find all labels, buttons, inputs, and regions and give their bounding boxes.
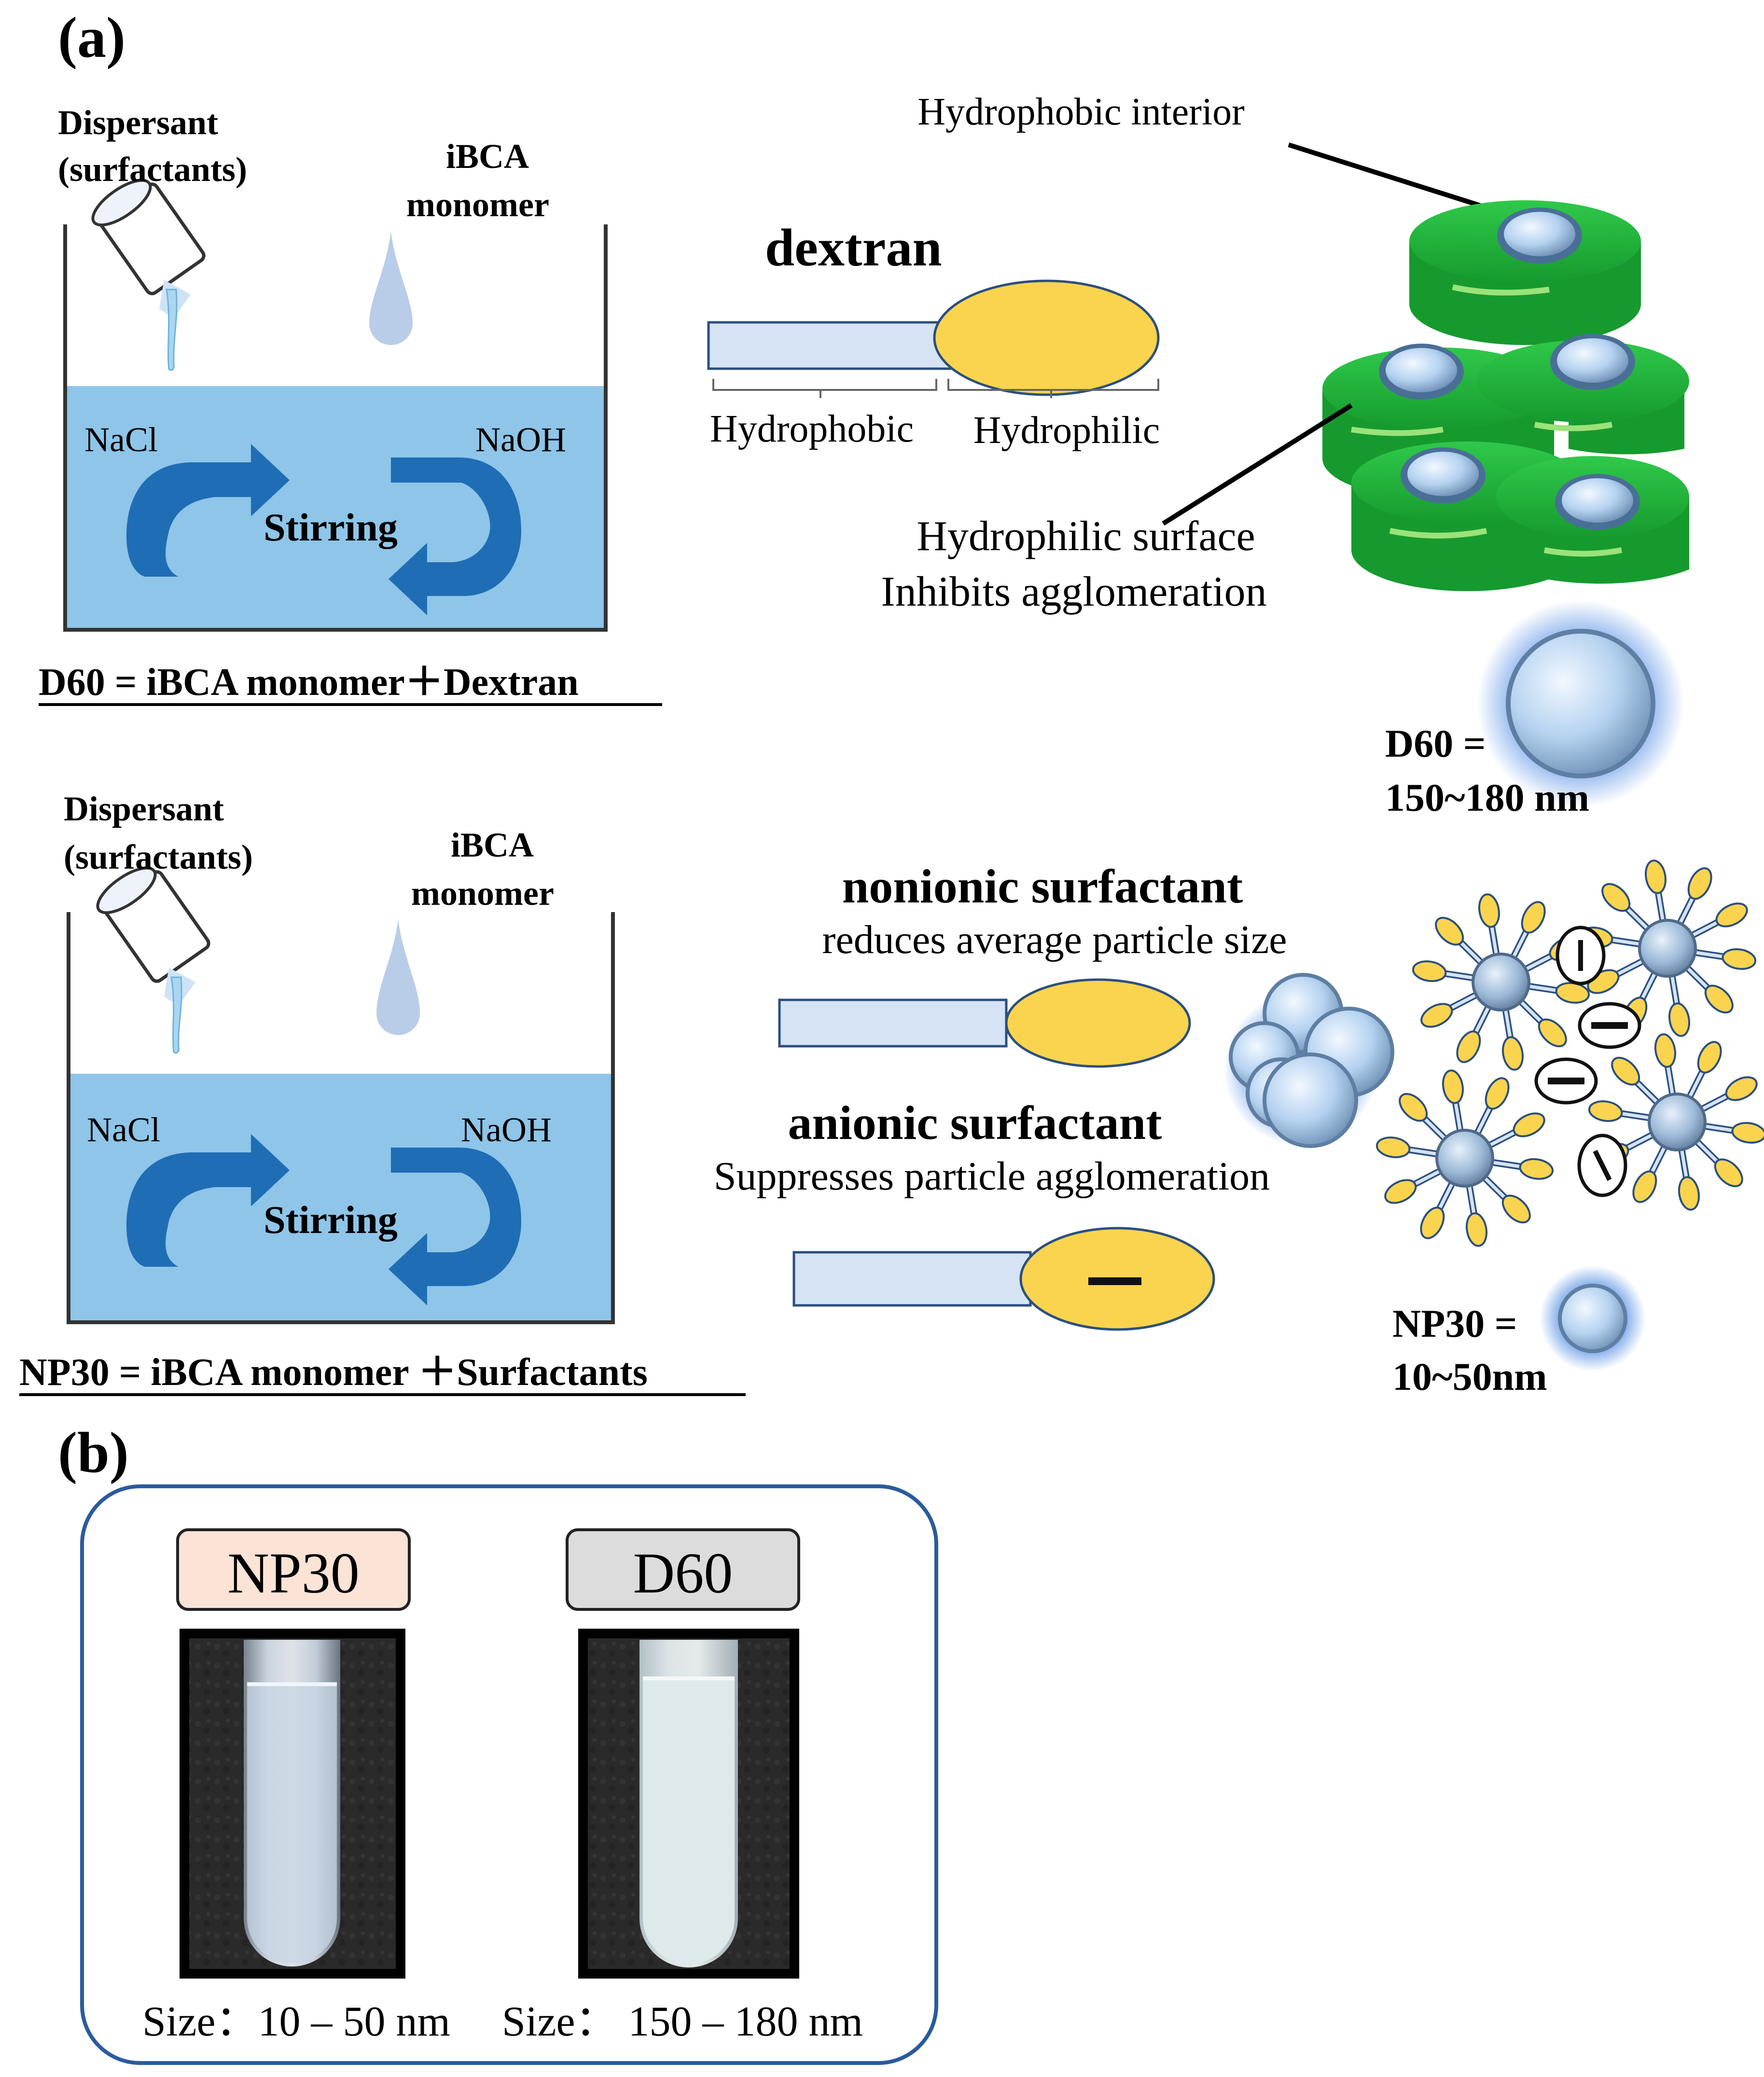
- anionic-desc: Suppresses particle agglomeration: [714, 1154, 1270, 1199]
- ibca-label-bottom: iBCA: [451, 826, 534, 864]
- anionic-title: anionic surfactant: [788, 1096, 1162, 1149]
- micelle-icon: [1375, 1069, 1554, 1247]
- sample-name: NP30: [227, 1541, 359, 1605]
- np30-particle-icon: [1558, 1284, 1627, 1353]
- d60-particle-icon: [1506, 629, 1655, 778]
- dextran-diagram: dextran Hydrophobic Hydrophilic: [707, 218, 1160, 452]
- nacl-label-top: NaCl: [84, 420, 158, 459]
- hydrophobic-interior-label: Hydrophobic interior: [917, 91, 1245, 133]
- sample-np30: NP30 Size：10 – 50 nm: [142, 1528, 450, 2045]
- green-disc-bottom-right: [1496, 456, 1689, 584]
- hydrophilic-label: Hydrophilic: [973, 409, 1160, 452]
- bottom-setup: Dispersant (surfactants) iBCA monomer Na…: [19, 789, 746, 1396]
- surfactants-label-bottom: (surfactants): [64, 838, 253, 876]
- charge-markers: [1534, 926, 1641, 1197]
- hydrophobic-label: Hydrophobic: [710, 408, 914, 450]
- sample-size: Size：10 – 50 nm: [142, 1998, 450, 2045]
- sample-d60: D60 Size： 150 – 180 nm: [502, 1528, 863, 2045]
- green-disc-mid-right: [1477, 334, 1689, 455]
- hydrophilic-surface-label: Hydrophilic surface: [917, 513, 1255, 560]
- charge-marker: [1556, 926, 1606, 985]
- np30-size-label-1: NP30 =: [1392, 1302, 1517, 1345]
- np30-size-label-2: 10~50nm: [1392, 1355, 1547, 1399]
- monomer-label-top: monomer: [406, 185, 549, 224]
- d60-size-label-1: D60 =: [1385, 721, 1486, 765]
- ibca-label-top: iBCA: [446, 137, 529, 176]
- monomer-drop-icon: [376, 919, 420, 1035]
- stirring-label-bottom: Stirring: [264, 1198, 398, 1242]
- sample-label-box: [176, 1528, 411, 1611]
- dispersant-label-bottom: Dispersant: [64, 789, 224, 828]
- charge-marker: [1534, 1057, 1598, 1105]
- liquid-np30: [247, 1684, 337, 1963]
- naoh-label-bottom: NaOH: [461, 1110, 552, 1149]
- stirring-arrows-top: [126, 444, 521, 615]
- surfactants-label-top: (surfactants): [58, 150, 247, 189]
- dextran-head: [933, 279, 1160, 396]
- nonionic-desc: reduces average particle size: [822, 917, 1287, 962]
- charge-marker: [1578, 1002, 1641, 1049]
- liquid-d60: [643, 1678, 735, 1964]
- sample-size: Size： 150 – 180 nm: [502, 1998, 863, 2045]
- micelle-icon: [1578, 859, 1757, 1037]
- np30-micelles: [1375, 859, 1764, 1247]
- sample-label-box: [566, 1528, 800, 1611]
- stirring-arrows-bottom: [126, 1134, 521, 1305]
- micelle-icon: [1412, 893, 1590, 1071]
- hydrophilic-brace: [947, 379, 1159, 398]
- aggregate-particles: [1223, 973, 1394, 1148]
- panel-b-label: (b): [58, 1420, 129, 1484]
- green-disc-top: [1409, 200, 1641, 345]
- d60-size-label-2: 150~180 nm: [1385, 775, 1589, 819]
- nonionic-tail: [778, 998, 1008, 1048]
- naoh-label-top: NaOH: [475, 420, 566, 459]
- stirring-label-top: Stirring: [264, 505, 398, 549]
- sample-name: D60: [633, 1541, 733, 1605]
- anionic-tail: [792, 1251, 1032, 1307]
- monomer-drop-icon: [369, 232, 413, 345]
- dextran-title: dextran: [765, 218, 942, 277]
- inhibits-agglomeration-label: Inhibits agglomeration: [881, 568, 1266, 615]
- interior-pointer: [1288, 142, 1487, 210]
- np30-equation: NP30 = iBCA monomer ＋Surfactants: [19, 1351, 648, 1394]
- bottle-icon: [91, 179, 206, 371]
- bottle-icon: [96, 866, 210, 1054]
- nonionic-title: nonionic surfactant: [842, 859, 1243, 913]
- micelle-icon: [1588, 1033, 1764, 1211]
- dispersant-label-top: Dispersant: [58, 103, 218, 142]
- nonionic-head: [1005, 978, 1191, 1068]
- hydrophobic-brace: [712, 379, 937, 398]
- monomer-label-bottom: monomer: [411, 874, 554, 913]
- d60-cluster: Hydrophobic interior: [881, 91, 1689, 819]
- surfactant-diagrams: nonionic surfactant reduces average part…: [714, 859, 1394, 1331]
- dextran-tail: [707, 321, 961, 370]
- surface-pointer: [1162, 403, 1353, 526]
- d60-equation: D60 = iBCA monomer＋Dextran: [39, 661, 579, 704]
- beaker-bottom: [67, 912, 615, 1324]
- top-setup: Dispersant (surfactants) iBCA monomer Na…: [39, 103, 662, 706]
- beaker-top: [63, 224, 608, 632]
- panel-a-label: (a): [58, 5, 125, 69]
- charge-marker: [1577, 1134, 1627, 1197]
- nacl-label-bottom: NaCl: [87, 1110, 160, 1149]
